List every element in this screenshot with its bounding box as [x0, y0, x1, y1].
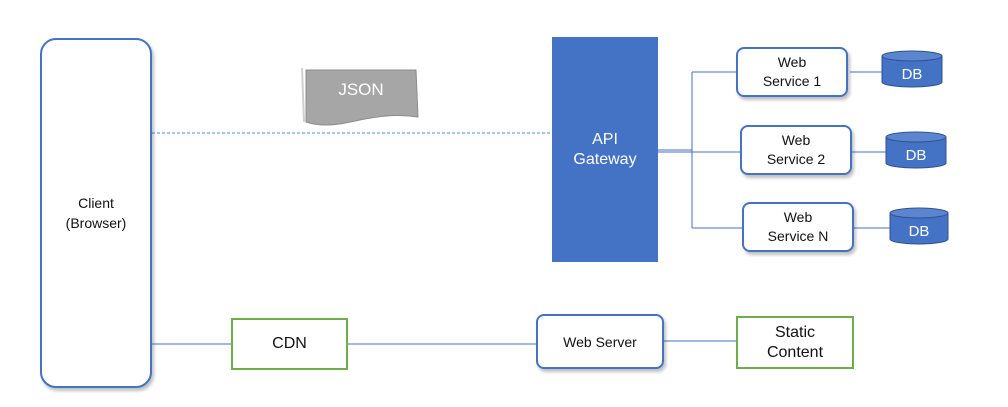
- web-server-label: Web Server: [563, 333, 637, 350]
- web-service-2-label: Web: [781, 132, 811, 148]
- static-content-label-line1: Static: [774, 323, 815, 341]
- web-service-n-box: Web Service N: [742, 202, 854, 252]
- api-gateway-box: API Gateway: [552, 37, 658, 262]
- db-label-n: DB: [908, 222, 930, 240]
- web-service-1-sublabel: Service 1: [762, 73, 822, 89]
- web-service-2-box: Web Service 2: [740, 125, 852, 175]
- client-sublabel: (Browser): [65, 215, 127, 231]
- gateway-label-line2: Gateway: [573, 150, 637, 168]
- client-browser-box: Client (Browser): [40, 38, 152, 388]
- web-service-1-box: Web Service 1: [736, 47, 848, 97]
- web-service-n-sublabel: Service N: [767, 228, 829, 244]
- db-cylinder-2: [885, 131, 947, 169]
- json-document-icon: [305, 69, 419, 126]
- web-service-n-label: Web: [783, 209, 813, 225]
- cdn-box: CDN: [231, 318, 348, 370]
- web-service-1-label: Web: [777, 54, 807, 70]
- static-content-box: Static Content: [736, 316, 854, 369]
- cdn-label: CDN: [272, 335, 307, 352]
- web-server-box: Web Server: [536, 314, 664, 369]
- db-label-2: DB: [905, 146, 927, 164]
- web-service-2-sublabel: Service 2: [766, 151, 826, 167]
- db-cylinder-1: [881, 50, 943, 88]
- db-cylinder-n: [889, 207, 949, 245]
- db-label-1: DB: [901, 65, 923, 83]
- client-label: Client: [78, 195, 114, 211]
- static-content-label-line2: Content: [766, 343, 824, 361]
- gateway-label-line1: API: [592, 130, 618, 148]
- json-label: JSON: [338, 80, 384, 99]
